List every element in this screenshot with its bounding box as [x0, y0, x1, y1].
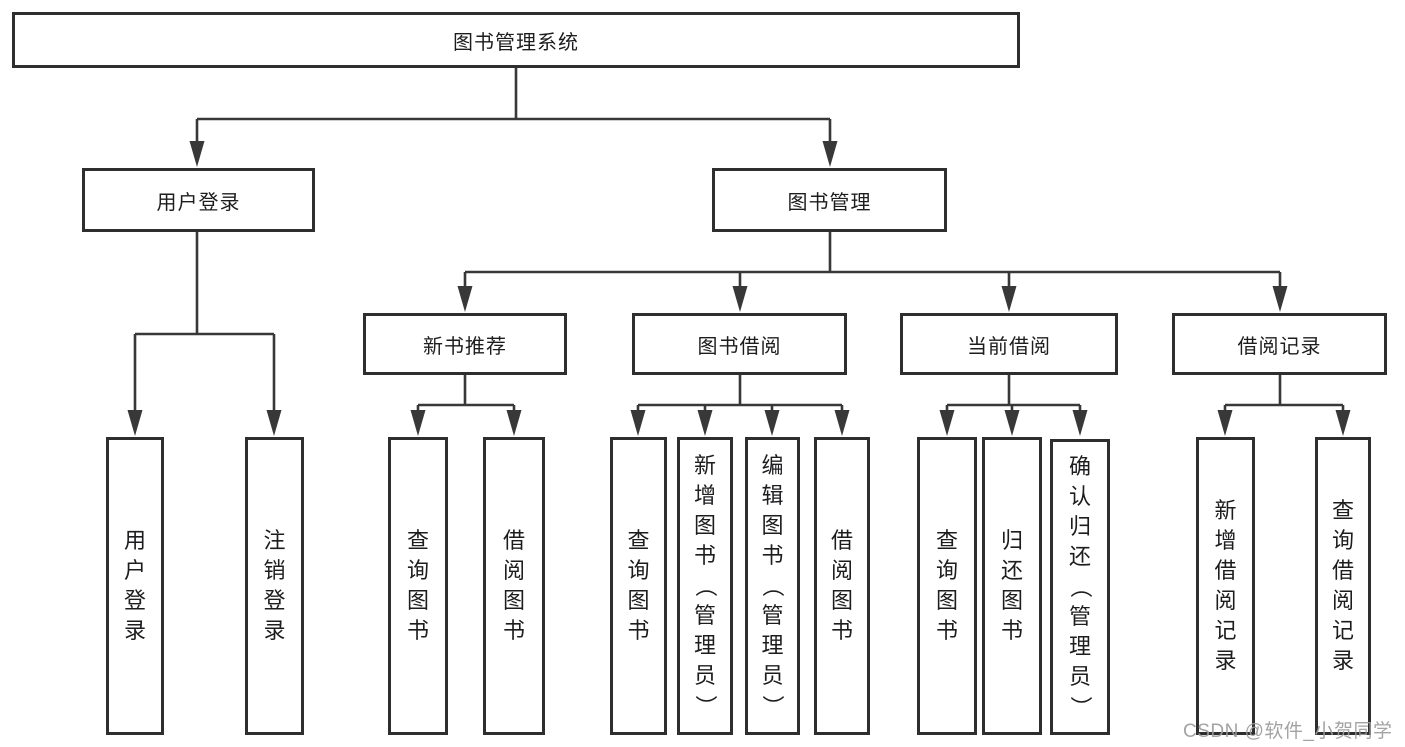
- connector-book-management-children: [457, 232, 1288, 312]
- leaf-current-confirm-return-admin-label: 确认归还（管理员）: [1067, 454, 1093, 719]
- node-system-root: 图书管理系统: [12, 12, 1020, 68]
- connector-current-borrowing-children: [939, 375, 1088, 436]
- leaf-recommend-borrow-books: 借阅图书: [483, 437, 545, 735]
- leaf-logout-label: 注销登录: [263, 528, 286, 643]
- leaf-current-return-books: 归还图书: [982, 437, 1042, 735]
- leaf-records-add-record: 新增借阅记录: [1196, 437, 1255, 735]
- leaf-recommend-query-books: 查询图书: [388, 437, 448, 735]
- node-borrow-records: 借阅记录: [1172, 313, 1387, 375]
- leaf-records-query-record-label: 查询借阅记录: [1331, 498, 1354, 673]
- node-book-management: 图书管理: [712, 168, 947, 232]
- csdn-watermark: CSDN @软件_小贺同学: [1183, 721, 1393, 742]
- leaf-borrowing-query-books-label: 查询图书: [627, 528, 650, 643]
- leaf-borrowing-edit-books-admin-label: 编辑图书（管理员）: [760, 453, 786, 718]
- leaf-logout: 注销登录: [245, 437, 304, 735]
- connector-root-to-level2: [189, 68, 838, 167]
- leaf-records-add-record-label: 新增借阅记录: [1214, 498, 1237, 673]
- node-system-root-label: 图书管理系统: [453, 31, 579, 54]
- connector-user-login-children: [127, 232, 282, 436]
- leaf-borrowing-query-books: 查询图书: [610, 437, 667, 735]
- leaf-recommend-borrow-books-label: 借阅图书: [502, 528, 525, 643]
- leaf-records-query-record: 查询借阅记录: [1315, 437, 1371, 735]
- leaf-borrowing-borrow-books-label: 借阅图书: [830, 528, 853, 643]
- leaf-borrowing-borrow-books: 借阅图书: [814, 437, 870, 735]
- node-book-borrowing-label: 图书借阅: [697, 335, 782, 358]
- leaf-current-query-books-label: 查询图书: [935, 528, 958, 643]
- leaf-user-login-label: 用户登录: [123, 528, 146, 643]
- leaf-current-return-books-label: 归还图书: [1000, 528, 1023, 643]
- connector-new-book-recommend-children: [410, 375, 522, 436]
- connector-borrow-records-children: [1217, 375, 1351, 436]
- node-borrow-records-label: 借阅记录: [1237, 335, 1322, 358]
- node-current-borrowing-label: 当前借阅: [967, 335, 1051, 358]
- leaf-borrowing-edit-books-admin: 编辑图书（管理员）: [745, 437, 800, 735]
- node-new-book-recommend-label: 新书推荐: [423, 335, 507, 358]
- leaf-borrowing-add-books-admin: 新增图书（管理员）: [677, 437, 733, 735]
- node-new-book-recommend: 新书推荐: [363, 313, 567, 375]
- leaf-recommend-query-books-label: 查询图书: [406, 528, 429, 643]
- leaf-borrowing-add-books-admin-label: 新增图书（管理员）: [692, 453, 718, 718]
- node-book-borrowing: 图书借阅: [632, 313, 847, 375]
- node-current-borrowing: 当前借阅: [900, 313, 1118, 375]
- connector-book-borrowing-children: [630, 375, 850, 436]
- leaf-user-login: 用户登录: [106, 437, 164, 735]
- node-user-login: 用户登录: [82, 168, 315, 232]
- node-book-management-label: 图书管理: [787, 191, 872, 214]
- leaf-current-confirm-return-admin: 确认归还（管理员）: [1050, 439, 1110, 735]
- node-user-login-label: 用户登录: [156, 191, 241, 214]
- leaf-current-query-books: 查询图书: [917, 437, 977, 735]
